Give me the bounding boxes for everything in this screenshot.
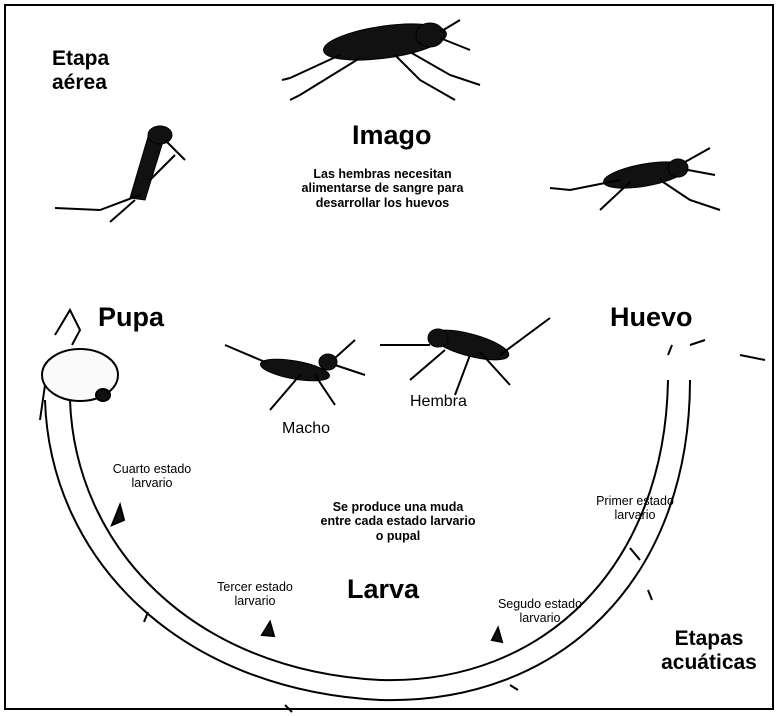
female-label: Hembra: [410, 393, 467, 411]
mosquito-icon: [282, 18, 480, 100]
imago-note: Las hembras necesitan alimentarse de san…: [300, 167, 465, 210]
third-instar-label: Tercer estado larvario: [205, 580, 305, 609]
larva-label: Larva: [347, 574, 419, 605]
second-instar-label: Segudo estado larvario: [488, 597, 592, 626]
aerial-stage-label: Etapa aérea: [52, 47, 162, 95]
mosquito-icon: [225, 340, 365, 410]
male-label: Macho: [282, 420, 330, 438]
mosquito-icon: [55, 126, 185, 222]
mosquito-icon: [550, 148, 720, 210]
pupa-label: Pupa: [98, 302, 164, 333]
first-instar-label: Primer estado larvario: [585, 494, 685, 523]
molt-note: Se produce una muda entre cada estado la…: [318, 500, 478, 543]
egg-icon: [668, 340, 765, 360]
fourth-instar-label: Cuarto estado larvario: [100, 462, 204, 491]
imago-label: Imago: [352, 120, 432, 151]
aquatic-stages-label: Etapas acuáticas: [648, 627, 770, 675]
mosquito-icon: [380, 318, 550, 395]
egg-label: Huevo: [610, 302, 693, 333]
